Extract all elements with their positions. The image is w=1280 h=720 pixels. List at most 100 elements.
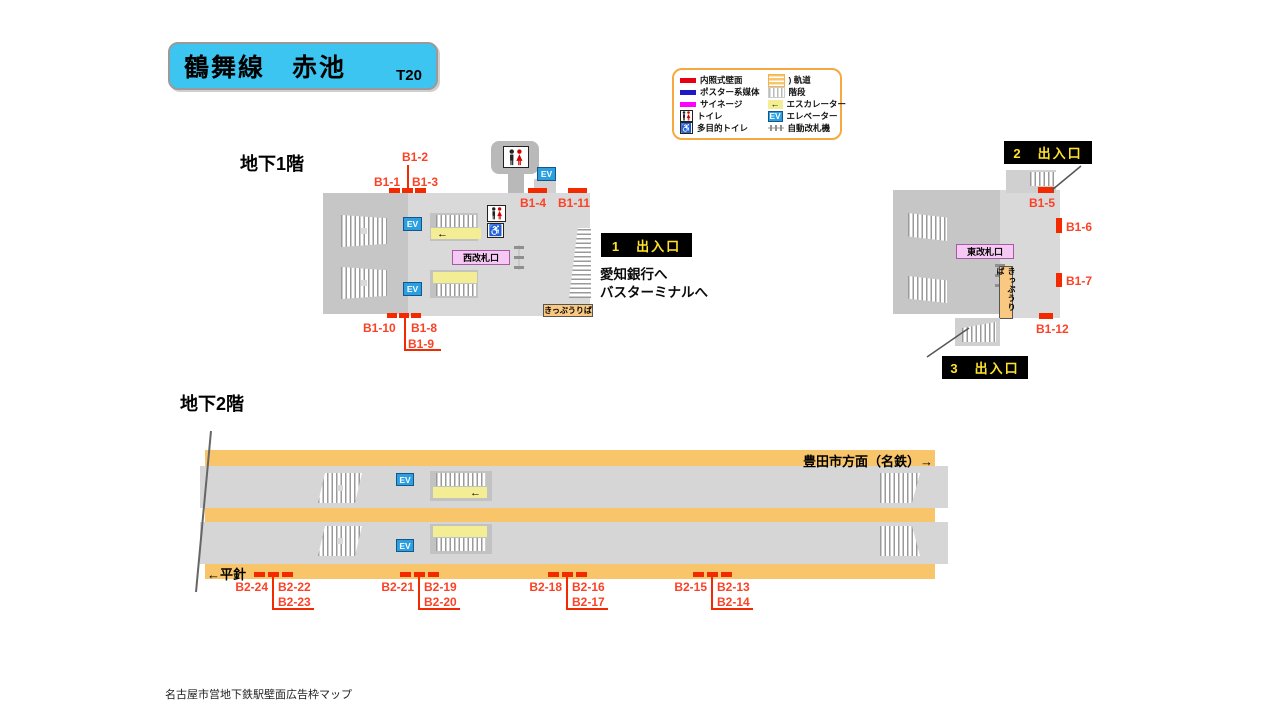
stairs <box>436 473 486 486</box>
ad-frame-mark <box>721 572 732 577</box>
frame-label: B1-1 <box>374 175 401 189</box>
b2-platform-south <box>200 522 948 564</box>
ad-frame-mark <box>415 188 426 193</box>
stairs <box>436 538 486 551</box>
stairs <box>1030 172 1056 186</box>
direction-hirabari: ←平針 <box>207 567 247 582</box>
stairs <box>318 526 362 556</box>
frame-group-b1-top: B1-2 B1-1 B1-3 <box>374 150 454 195</box>
stairs <box>880 473 920 503</box>
frame-group-b1-bottom: B1-10 B1-8 B1-9 <box>363 311 448 356</box>
frame-label: B1-12 <box>1036 322 1069 336</box>
ad-frame-mark <box>254 572 265 577</box>
ad-frame-mark <box>399 313 409 318</box>
line-code-badge: T20 <box>396 67 422 84</box>
ad-frame-mark <box>400 572 411 577</box>
track-icon <box>767 73 785 87</box>
legend-item-track: ) 軌道 <box>767 73 847 87</box>
ad-frame-mark <box>268 572 279 577</box>
ad-frame-mark <box>428 572 439 577</box>
track-band <box>205 508 935 522</box>
connector-line <box>418 608 460 610</box>
legend-item-toilet: トイレ <box>680 110 760 122</box>
legend-item-ticket-gate: 自動改札機 <box>767 122 847 134</box>
frame-label: B2-14 <box>717 595 750 609</box>
stairs <box>341 267 387 299</box>
exit-2-sign: 2 出入口 <box>1004 141 1092 164</box>
frame-label: B1-5 <box>1029 196 1056 210</box>
connector-line <box>418 577 420 608</box>
connector-line <box>711 577 713 608</box>
map-footer-title: 名古屋市営地下鉄駅壁面広告枠マップ <box>165 689 352 701</box>
blue-bar-icon <box>680 89 696 95</box>
red-bar-icon <box>680 77 696 83</box>
legend-right-column: ) 軌道 階段 ← エスカレーター EV エレベーター 自動改札機 <box>767 73 847 134</box>
frame-label: B2-13 <box>717 580 750 594</box>
escalator <box>433 526 487 537</box>
ad-frame-mark <box>562 572 573 577</box>
stairs <box>908 213 947 241</box>
stairs-icon <box>767 86 785 98</box>
frame-label: B1-7 <box>1066 274 1093 288</box>
station-title: 鶴舞線 赤池 <box>184 54 347 82</box>
legend-item-accessible-toilet: ♿ 多目的トイレ <box>680 122 760 134</box>
legend-label: 自動改札機 <box>787 123 831 133</box>
frame-label: B2-20 <box>424 595 457 609</box>
legend-item-poster: ポスター系媒体 <box>680 86 760 98</box>
connector-line <box>407 165 409 188</box>
exit-3-sign: 3 出入口 <box>942 356 1028 379</box>
legend-item-stairs: 階段 <box>767 86 847 98</box>
frame-label: B2-22 <box>278 580 311 594</box>
ad-frame-mark <box>707 572 718 577</box>
connector-line <box>566 608 608 610</box>
legend-label: サイネージ <box>700 99 743 109</box>
frame-label: B1-6 <box>1066 220 1093 234</box>
ad-frame-mark <box>548 572 559 577</box>
track-band <box>205 564 935 579</box>
ad-frame-mark <box>1056 273 1062 287</box>
ad-frame-mark <box>389 188 400 193</box>
frame-label: B2-18 <box>529 580 562 594</box>
connector-line <box>272 577 274 608</box>
legend-box: 内照式壁面 ポスター系媒体 サイネージ トイレ ♿ 多目的トイレ <box>672 68 846 140</box>
legend-label: ) 軌道 <box>788 75 811 85</box>
connector-line <box>272 608 314 610</box>
elevator-box: EV <box>396 473 414 486</box>
east-gate-label: 東改札口 <box>956 244 1014 259</box>
connector-line <box>404 349 441 351</box>
stairs <box>962 322 996 342</box>
destination-note: 愛知銀行へ <box>600 267 668 282</box>
ad-frame-mark <box>1056 218 1062 233</box>
ad-frame-mark <box>282 572 293 577</box>
escalator-icon: ← <box>767 99 783 109</box>
frame-label: B2-15 <box>674 580 707 594</box>
legend-item-wall: 内照式壁面 <box>680 74 760 86</box>
ad-frame-mark <box>402 188 413 193</box>
ad-frame-mark <box>1039 313 1053 319</box>
stairs <box>341 215 387 247</box>
frame-label: B2-24 <box>235 580 268 594</box>
legend-label: トイレ <box>697 111 723 121</box>
ad-frame-mark <box>1038 187 1054 193</box>
frame-label: B1-2 <box>402 150 429 164</box>
legend-item-signage: サイネージ <box>680 98 760 110</box>
direction-toyota: 豊田市方面（名鉄）→ <box>802 454 933 469</box>
b2-floor-label: 地下2階 <box>180 394 245 414</box>
legend-label: 多目的トイレ <box>697 123 749 133</box>
frame-group-b2: B2-15 B2-13 B2-14 <box>669 570 764 615</box>
connector-line <box>711 608 753 610</box>
escalator: ← <box>433 487 487 498</box>
ad-frame-mark <box>528 188 547 193</box>
ad-frame-mark <box>576 572 587 577</box>
elevator-box: EV <box>403 217 422 231</box>
b1-toilet-corridor <box>508 170 524 195</box>
ad-frame-mark <box>414 572 425 577</box>
frame-group-b2: B2-24 B2-22 B2-23 <box>230 570 325 615</box>
ticket-gate-icon <box>514 245 524 270</box>
ticket-gate-icon <box>767 124 784 132</box>
accessible-toilet-icon: ♿ <box>680 122 693 134</box>
legend-label: エスカレーター <box>786 99 847 109</box>
ad-frame-mark <box>387 313 397 318</box>
frame-label: B2-19 <box>424 580 457 594</box>
